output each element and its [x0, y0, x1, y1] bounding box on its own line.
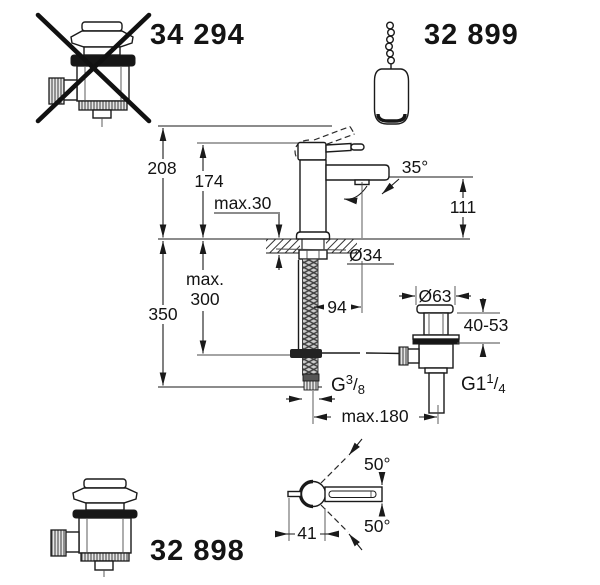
faucet-column [299, 159, 327, 234]
handle-top-view [287, 490, 302, 498]
part-code-crossed-drain: 34 294 [150, 19, 245, 51]
part-code-drain-valve: 32 898 [150, 535, 245, 567]
plug-stem [423, 312, 449, 336]
swivel-dashed-top [320, 455, 349, 484]
drain-body [418, 343, 454, 369]
drain-gasket [412, 338, 460, 345]
dim-deck-max: max.30 [214, 193, 272, 213]
dim-handle-offset: 41 [297, 523, 316, 543]
part-code-chain-plug: 32 899 [424, 19, 519, 51]
mounting-nut [298, 249, 328, 260]
spout-top-view [324, 486, 383, 503]
faucet-top-view: 50° 50° 41 [274, 438, 390, 551]
drain-valve-side [398, 304, 460, 414]
rod-joint [290, 349, 322, 358]
dim-aerator-angle: 35° [402, 157, 428, 177]
pop-up-rod [290, 260, 402, 358]
thread-g114: G11/4 [461, 371, 506, 396]
drain-flange [412, 334, 460, 340]
cross-out-icon [35, 12, 152, 124]
supply-hoses [302, 258, 320, 391]
faucet-side-view: 208 350 174 max. 300 max.30 35° 111 Ø34 … [145, 125, 509, 427]
dim-spout-reach: 94 [327, 297, 347, 317]
swivel-dashed-bottom [320, 504, 349, 533]
dim-hose-length: 350 [148, 304, 177, 324]
hole-leader [275, 248, 347, 251]
dim-flange-diameter: Ø63 [418, 286, 451, 306]
angle-leader-arrow [381, 178, 400, 195]
dim-swivel-bottom: 50° [364, 516, 390, 536]
spout [325, 164, 390, 181]
dim-hole-diameter: Ø34 [349, 245, 382, 265]
rod-screw [398, 346, 409, 366]
base-flange [295, 231, 331, 240]
thread-g38: G3/8 [331, 372, 365, 397]
cartridge-cap [297, 141, 327, 161]
dim-total-height: 208 [147, 158, 176, 178]
dim-clamping-range: 40-53 [464, 315, 509, 335]
dim-depth-line1: max. [186, 269, 224, 289]
dim-outlet-height: 111 [450, 197, 477, 217]
drain-valve-graphic [50, 478, 138, 577]
chain-plug-graphic [373, 21, 410, 125]
dim-center-distance: max.180 [341, 406, 408, 426]
hose-nut [302, 373, 320, 382]
dim-depth-line2: 300 [190, 289, 219, 309]
tailpipe [428, 372, 445, 414]
stream-curve-arrow [343, 185, 368, 205]
plug-cap [416, 304, 454, 314]
lever-handle [325, 142, 352, 153]
dim-body-height: 174 [194, 171, 223, 191]
dim-swivel-top: 50° [364, 454, 390, 474]
faucet-body [295, 141, 390, 260]
lever-tip [350, 143, 365, 151]
